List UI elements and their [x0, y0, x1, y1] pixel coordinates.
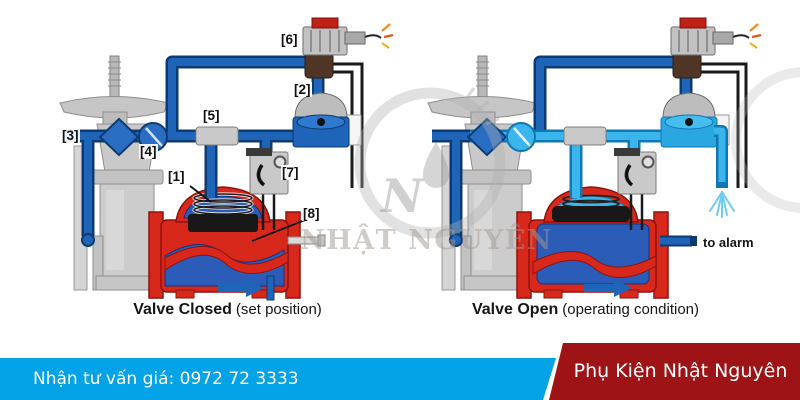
spark-icon	[381, 23, 394, 49]
check-valve-icon	[506, 122, 536, 152]
pilot-valve	[292, 92, 362, 148]
seat-diaphragm	[552, 206, 630, 222]
caption-right-note: (operating condition)	[562, 301, 700, 318]
solenoid-valve	[670, 17, 762, 79]
leader-lines	[189, 185, 306, 242]
watermark-rays	[464, 87, 500, 126]
footer-brand-bar: Phụ Kiện Nhật Nguyên	[549, 343, 800, 400]
diagram-canvas: to alarm N NHẬT NGUYÊN	[59, 17, 800, 301]
caption-right-bold: Valve Open	[471, 301, 559, 318]
left-diagram	[59, 17, 394, 301]
footer-contact-text: Nhận tư vấn giá: 0972 72 3333	[33, 369, 299, 389]
label-4: [4]	[139, 144, 158, 159]
flow-arrow-closed	[218, 275, 275, 301]
drain-lines	[330, 62, 364, 188]
seat-diaphragm	[188, 214, 258, 232]
main-valve-open	[516, 186, 669, 299]
solenoid-valve	[302, 17, 394, 79]
caption-left-note: (set position)	[235, 301, 322, 318]
spring-icon	[192, 192, 254, 216]
label-3: [3]	[61, 128, 80, 143]
label-2: [2]	[293, 82, 312, 97]
main-valve-closed	[148, 186, 326, 299]
label-8: [8]	[302, 206, 321, 221]
footer-brand-text: Phụ Kiện Nhật Nguyên	[573, 360, 788, 382]
caption-valve-closed: Valve Closed(set position)	[100, 301, 355, 319]
label-7: [7]	[281, 165, 300, 180]
alarm-pipe: to alarm	[660, 235, 754, 250]
stop-bar	[266, 275, 275, 301]
sprinkler-spray	[709, 125, 735, 218]
watermark-ring	[354, 87, 506, 239]
pressure-switch	[614, 148, 657, 230]
pressure-switch	[246, 148, 289, 230]
flow-arrow-open	[584, 279, 632, 297]
wire	[732, 34, 750, 39]
right-diagram: to alarm	[427, 17, 762, 299]
to-alarm-text: to alarm	[703, 235, 754, 250]
caption-valve-open: Valve Open(operating condition)	[448, 301, 723, 319]
restriction-fitting	[563, 126, 607, 146]
drain-lines	[698, 62, 748, 188]
watermark: N NHẬT NGUYÊN	[300, 67, 800, 256]
restriction-fitting	[195, 126, 239, 146]
caption-left-bold: Valve Closed	[133, 301, 232, 318]
watermark-name: NHẬT NGUYÊN	[300, 223, 553, 256]
watermark-drop-icon	[423, 142, 449, 188]
footer-contact-bar: Nhận tư vấn giá: 0972 72 3333	[0, 358, 556, 400]
label-1: [1]	[167, 169, 186, 184]
watermark-monogram: N	[379, 169, 425, 223]
label-5: [5]	[202, 108, 221, 123]
label-6: [6]	[280, 32, 299, 47]
wire	[364, 34, 382, 39]
spark-icon	[749, 23, 762, 49]
